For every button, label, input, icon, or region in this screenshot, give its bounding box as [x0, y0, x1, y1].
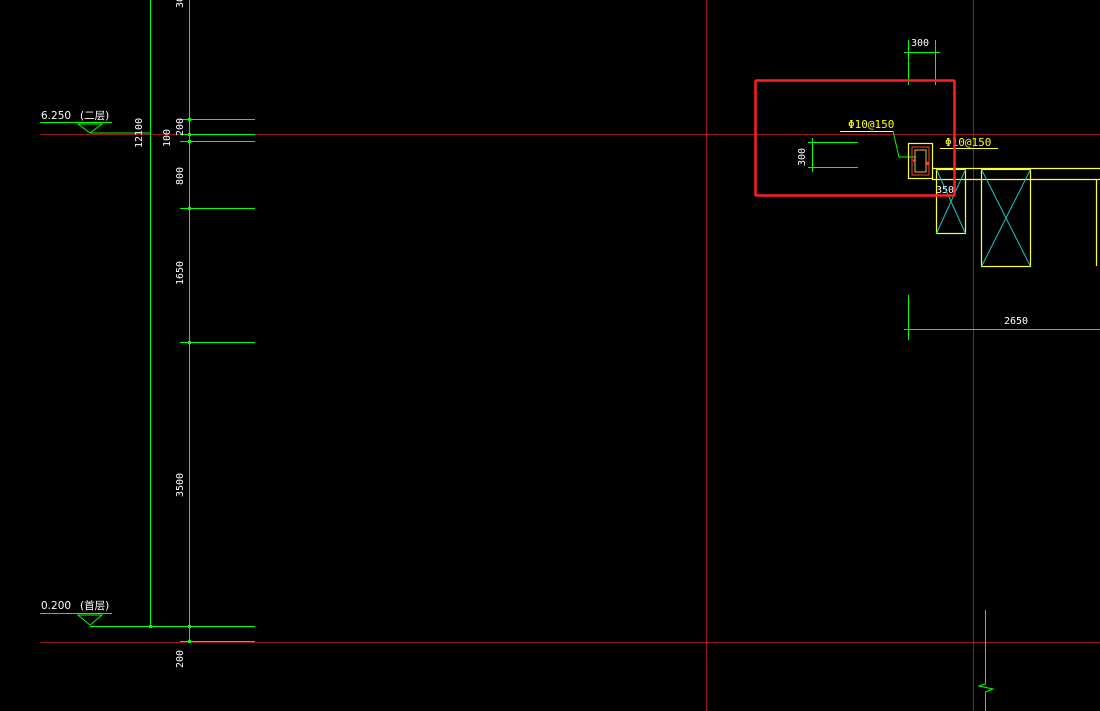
- dimension-2650: 2650: [904, 295, 1100, 340]
- level-name-text: (二层): [80, 110, 109, 122]
- highlight-box[interactable]: [754, 79, 956, 197]
- rebar-leader-line: [892, 130, 916, 158]
- dim-text-3500: 3500: [175, 473, 186, 497]
- beam-section-detail: 350: [907, 142, 1100, 196]
- vertical-dimension-chain: 30 12100 200 100 800 1650 3500 200: [134, 0, 255, 668]
- break-line-symbol: [977, 610, 995, 711]
- level-marker-second: 6.250 (二层): [40, 110, 150, 134]
- dim-text-300-top: 300: [911, 38, 929, 49]
- beam-outline: [907, 142, 934, 180]
- level-name-text: (首层): [80, 599, 109, 612]
- dim-text-1650: 1650: [175, 261, 186, 285]
- column-large: [980, 168, 1032, 268]
- dimension-300-left: 300: [797, 138, 858, 172]
- level-marker-first: 0.200 (首层): [40, 599, 255, 627]
- dim-ticks: [149, 118, 191, 643]
- rebar-dot: [925, 161, 930, 166]
- rebar-label-2: Φ10@150: [945, 136, 991, 149]
- rebar-dot: [912, 158, 917, 163]
- dim-text-800: 800: [175, 167, 186, 185]
- level-elevation-text: 6.250: [41, 110, 71, 122]
- column-sections: [935, 168, 1098, 268]
- column-diagonal: [981, 169, 1031, 267]
- level-triangle-icon: [76, 123, 104, 134]
- dim-text-200-bottom: 200: [175, 650, 186, 668]
- dim-text-300-left: 300: [797, 148, 808, 166]
- dim-text-2650: 2650: [1004, 316, 1028, 327]
- dim-text-200-top: 200: [175, 118, 186, 136]
- dim-text-100: 100: [162, 129, 173, 147]
- rebar-label-1: Φ10@150: [848, 118, 894, 131]
- dimension-300-top: 300: [904, 38, 940, 85]
- column-diagonal: [936, 169, 966, 234]
- level-elevation-text: 0.200: [41, 600, 71, 612]
- dim-text-top-cut: 30: [175, 0, 186, 8]
- stirrup: [911, 146, 930, 176]
- level-triangle-icon: [76, 614, 104, 626]
- rebar-annotations: Φ10@150 Φ10@150: [840, 118, 998, 158]
- column-small: [935, 168, 967, 235]
- dim-text-350: 350: [936, 185, 954, 196]
- dim-text-total: 12100: [134, 118, 145, 148]
